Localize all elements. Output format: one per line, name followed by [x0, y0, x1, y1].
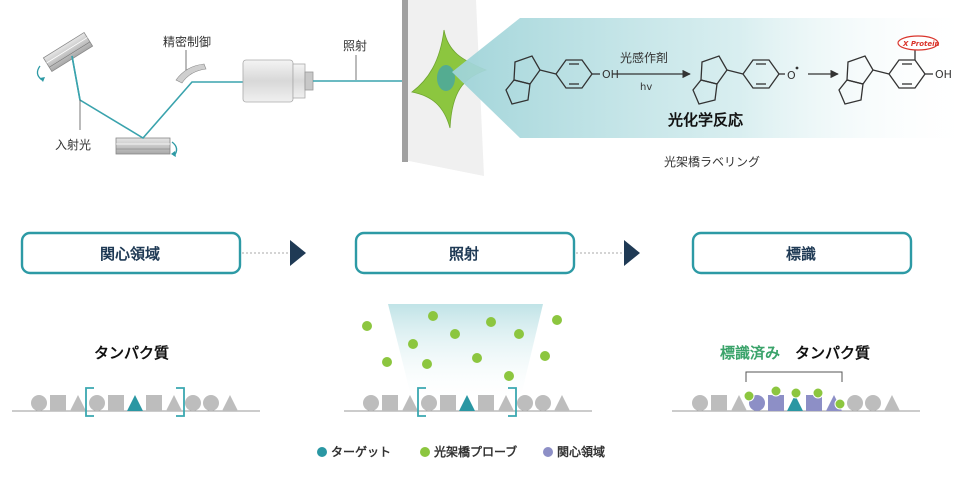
irradiation-cone [388, 304, 543, 400]
protein-caption: タンパク質 [94, 344, 169, 362]
roi-bracket-right-2 [508, 387, 517, 417]
crosslink-probes [362, 311, 562, 381]
step-label-labeling: 標識 [786, 245, 816, 263]
photo-crosslink-labeling-label: 光架橋ラベリング [664, 155, 760, 169]
step-label-irradiation: 照射 [449, 245, 479, 263]
legend-label-probe: 光架橋プローブ [433, 444, 517, 459]
target-protein [459, 395, 475, 411]
cell-nucleus [437, 65, 455, 91]
x-protein-label: X Protein [902, 40, 940, 48]
panel-labeled: 標識済み タンパク質 [672, 344, 920, 412]
chemistry-scheme: OH 光感作剤 hv O OH [505, 35, 952, 129]
labeled-caption-black: タンパク質 [795, 344, 870, 362]
panel-irradiation [344, 304, 592, 417]
objective-lens [242, 59, 314, 103]
molecule-labeled [838, 50, 933, 105]
labeled-caption-green: 標識済み [720, 344, 780, 362]
protein-row-2 [363, 395, 570, 411]
step-flow: 関心領域 照射 標識 [20, 231, 913, 275]
incident-light-label: 入射光 [55, 137, 91, 152]
light-beam-path [71, 55, 243, 140]
step-arrow-1 [290, 240, 306, 266]
molecule-phenoxyl-radical [692, 55, 785, 105]
o-radical-label: O [787, 69, 796, 82]
roi-bracket-left-2 [417, 387, 426, 417]
photochemical-reaction-label: 光化学反応 [667, 111, 743, 129]
legend-swatch-roi [543, 447, 553, 457]
labeled-bracket [745, 371, 843, 382]
irradiation-label: 照射 [343, 38, 367, 53]
protein-row-1 [31, 395, 238, 411]
slide-edge [402, 0, 408, 162]
molecule-phenol [505, 55, 600, 105]
precision-control-element [175, 63, 207, 84]
oh-label-2: OH [935, 68, 952, 81]
legend-swatch-target [317, 447, 327, 457]
mirror-upper [42, 31, 94, 73]
oh-label-1: OH [602, 68, 619, 81]
roi-bracket-left-1 [85, 387, 94, 417]
radical-dot [795, 66, 799, 70]
step-box-labeling: 標識 [691, 231, 913, 275]
step-box-irradiation: 照射 [354, 231, 576, 275]
step-arrow-2 [624, 240, 640, 266]
mirror-lower [115, 137, 171, 155]
attached-probes [743, 385, 846, 410]
target-protein [127, 395, 143, 411]
step-box-roi: 関心領域 [20, 231, 242, 275]
step-label-roi: 関心領域 [100, 245, 160, 263]
x-protein-tag [897, 35, 939, 51]
magnification-beam [452, 18, 975, 138]
target-protein [787, 395, 803, 411]
legend-swatch-probe [420, 447, 430, 457]
panel-roi: タンパク質 [12, 344, 260, 417]
legend-label-target: ターゲット [331, 444, 391, 459]
legend-label-roi: 関心領域 [557, 444, 605, 459]
roi-bracket-right-1 [176, 387, 185, 417]
precision-control-label: 精密制御 [163, 34, 211, 49]
optical-setup [36, 0, 975, 176]
hv-label: hv [640, 82, 652, 93]
legend: ターゲット 光架橋プローブ 関心領域 [317, 444, 605, 459]
photosensitizer-label: 光感作剤 [620, 50, 668, 65]
